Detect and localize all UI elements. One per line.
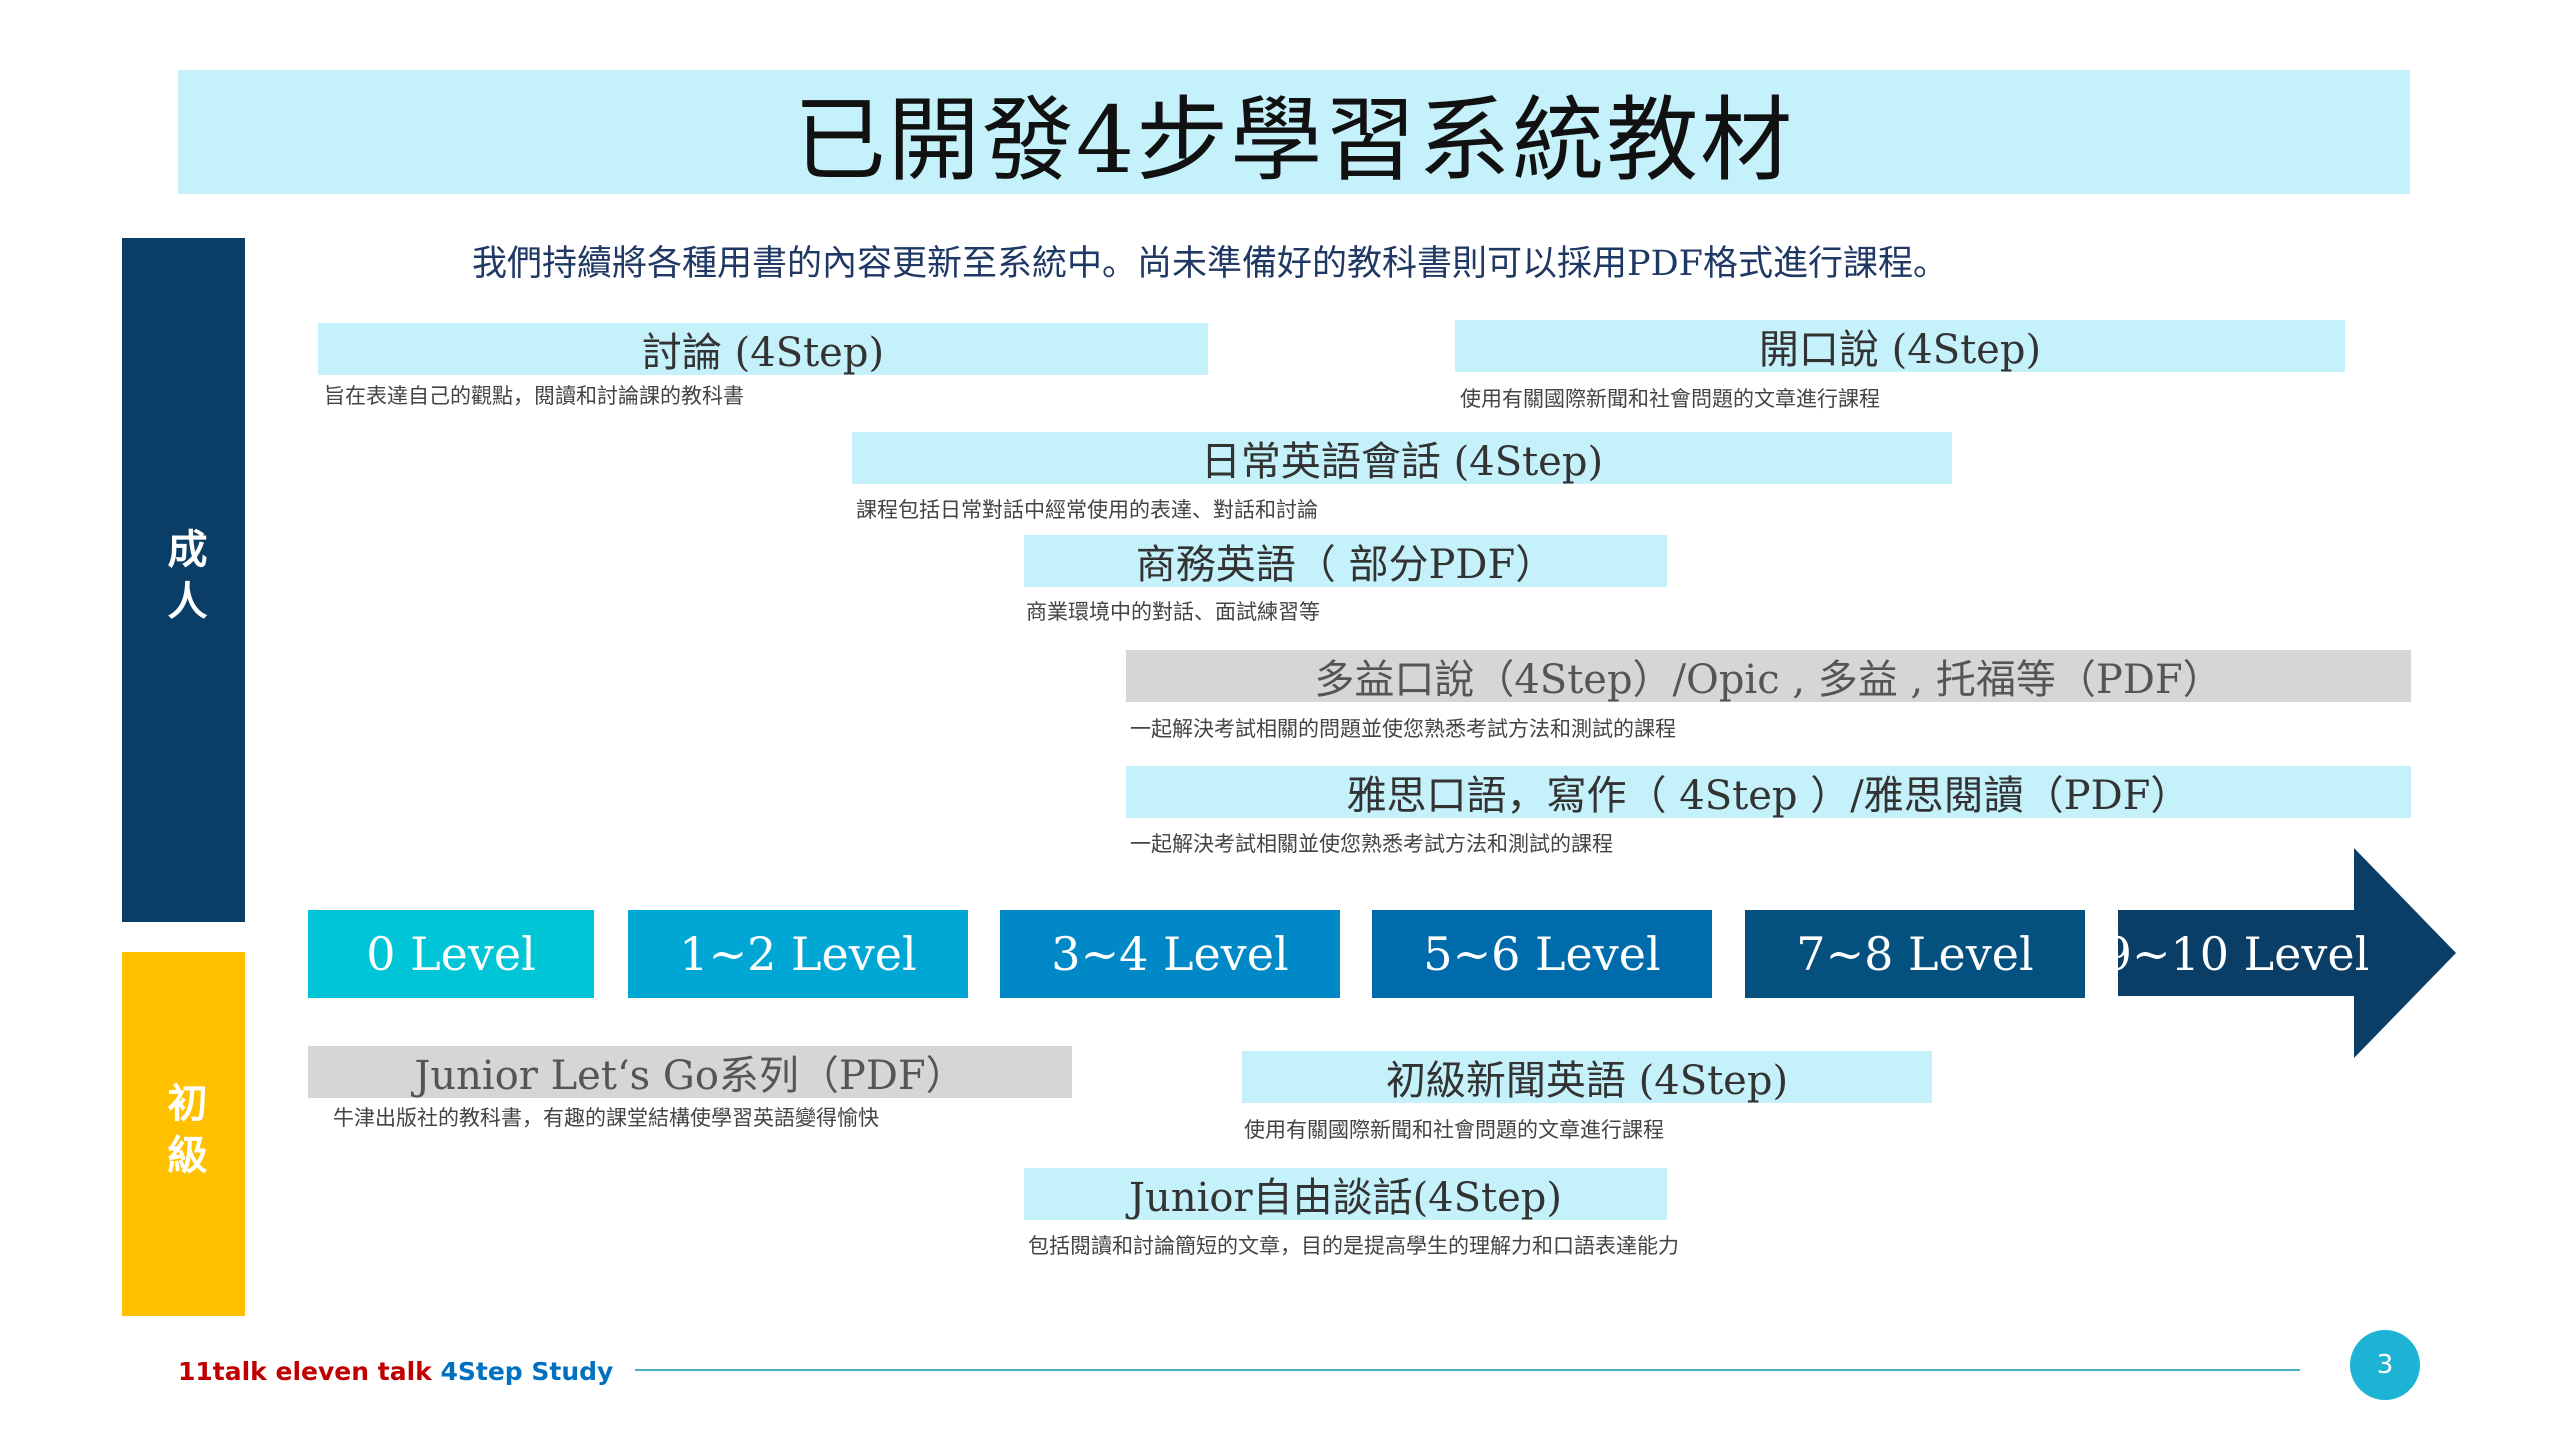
course-title: 商務英語（ 部分PDF）	[1135, 542, 1556, 588]
course-desc: 使用有關國際新聞和社會問題的文章進行課程	[1460, 387, 1880, 411]
level-label: 0 Level	[366, 927, 536, 981]
footer-brand: 11talk eleven talk 4Step Study	[178, 1357, 613, 1386]
course-desc: 一起解決考試相關的問題並使您熟悉考試方法和測試的課程	[1130, 717, 1676, 741]
course-business-english: 商務英語（ 部分PDF）	[1024, 535, 1667, 588]
course-daily-conversation: 日常英語會話 (4Step)	[852, 432, 1952, 485]
course-title: Junior Let‘s Go系列（PDF）	[414, 1053, 966, 1099]
level-7-8: 7~8 Level	[1745, 910, 2085, 998]
footer-divider	[635, 1369, 2300, 1371]
course-title: Junior自由談話(4Step)	[1129, 1175, 1562, 1221]
subtitle: 我們持續將各種用書的內容更新至系統中。尚未準備好的教科書則可以採用PDF格式進行…	[472, 244, 1948, 284]
level-3-4: 3~4 Level	[1000, 910, 1340, 998]
level-5-6: 5~6 Level	[1372, 910, 1712, 998]
level-label: 3~4 Level	[1051, 927, 1289, 981]
course-lets-go: Junior Let‘s Go系列（PDF）	[308, 1046, 1072, 1099]
course-title: 討論 (4Step)	[641, 330, 885, 376]
junior-label: 初級	[122, 952, 245, 1316]
course-title: 初級新聞英語 (4Step)	[1385, 1058, 1789, 1104]
course-desc: 商業環境中的對話、面試練習等	[1026, 600, 1320, 624]
course-discussion: 討論 (4Step)	[318, 323, 1208, 376]
brand-tagline: 4Step Study	[440, 1357, 614, 1386]
level-0: 0 Level	[308, 910, 594, 998]
level-arrow	[2118, 848, 2456, 1058]
level-label: 5~6 Level	[1423, 927, 1661, 981]
course-desc: 使用有關國際新聞和社會問題的文章進行課程	[1244, 1118, 1664, 1142]
course-toeic: 多益口說（4Step）/Opic , 多益 , 托福等（PDF）	[1126, 650, 2411, 703]
course-desc: 包括閱讀和討論簡短的文章，目的是提高學生的理解力和口語表達能力	[1028, 1234, 1679, 1258]
course-title: 多益口說（4Step）/Opic , 多益 , 托福等（PDF）	[1314, 657, 2223, 703]
course-desc: 牛津出版社的教科書，有趣的課堂結構使學習英語變得愉快	[333, 1106, 879, 1130]
course-desc: 課程包括日常對話中經常使用的表達、對話和討論	[856, 498, 1318, 522]
course-junior-news: 初級新聞英語 (4Step)	[1242, 1051, 1932, 1104]
level-label: 7~8 Level	[1796, 927, 2034, 981]
course-desc: 一起解決考試相關並使您熟悉考試方法和測試的課程	[1130, 832, 1613, 856]
course-speaking: 開口說 (4Step)	[1455, 320, 2345, 373]
level-label: 1~2 Level	[679, 927, 917, 981]
adult-label: 成人	[122, 238, 245, 922]
course-title: 日常英語會話 (4Step)	[1200, 439, 1604, 485]
course-title: 雅思口語，寫作（ 4Step ）/雅思閱讀（PDF）	[1346, 773, 2191, 819]
course-desc: 旨在表達自己的觀點，閱讀和討論課的教科書	[324, 384, 744, 408]
level-9-10: 9~10 Level	[2103, 910, 2370, 998]
course-ielts: 雅思口語，寫作（ 4Step ）/雅思閱讀（PDF）	[1126, 766, 2411, 819]
level-label: 9~10 Level	[2102, 927, 2370, 981]
page-number: 3	[2350, 1330, 2420, 1400]
level-1-2: 1~2 Level	[628, 910, 968, 998]
course-junior-free-talk: Junior自由談話(4Step)	[1024, 1168, 1667, 1221]
course-title: 開口說 (4Step)	[1758, 327, 2042, 373]
page-title: 已開發4步學習系統教材	[793, 86, 1795, 194]
title-banner: 已開發4步學習系統教材	[178, 70, 2410, 194]
brand-name: 11talk eleven talk	[178, 1357, 432, 1386]
